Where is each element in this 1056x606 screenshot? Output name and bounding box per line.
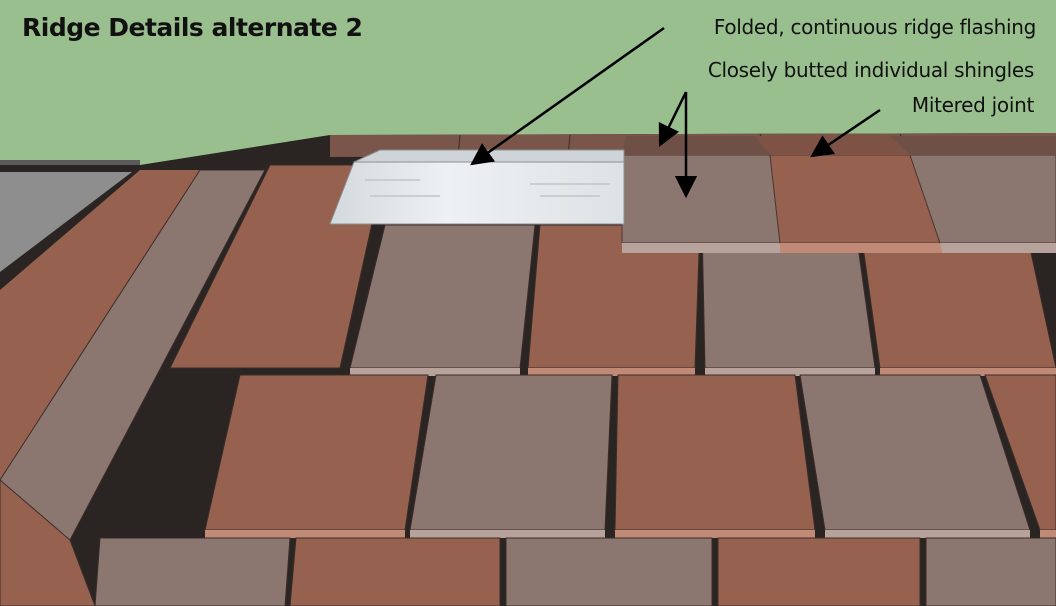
ridge-cap-shingle bbox=[621, 154, 781, 244]
ridge-cap-top bbox=[755, 136, 910, 155]
ridge-cap bbox=[621, 136, 1056, 253]
shingle-butt-edge bbox=[705, 368, 875, 376]
ridge-cap-top bbox=[622, 136, 770, 155]
shingle-butt-edge bbox=[825, 530, 1030, 538]
callout-arrows bbox=[470, 26, 881, 199]
callout-butted-shingles: Closely butted individual shingles bbox=[707, 58, 1034, 82]
shingle bbox=[94, 537, 291, 606]
gable-wall bbox=[0, 160, 140, 165]
shingle-butt-edge bbox=[528, 368, 695, 376]
shingle bbox=[925, 537, 1056, 606]
callout-mitered-joint: Mitered joint bbox=[911, 93, 1034, 117]
shingle bbox=[984, 374, 1056, 531]
flashing-face bbox=[329, 161, 625, 225]
shingle bbox=[505, 537, 713, 606]
shingle-butt-edge bbox=[615, 530, 815, 538]
shingle bbox=[409, 374, 613, 531]
mitered-joint-arrow bbox=[810, 108, 881, 158]
shingle-field bbox=[0, 164, 1056, 606]
shingle bbox=[289, 537, 501, 606]
shingle-butt-edge bbox=[350, 368, 520, 376]
shingle bbox=[169, 164, 386, 369]
shingle bbox=[0, 479, 96, 606]
ridge-cap-shingle-edge bbox=[780, 243, 942, 253]
ridge-cap-shingle-edge bbox=[940, 243, 1056, 253]
shingle bbox=[717, 537, 921, 606]
shingle bbox=[614, 374, 816, 531]
shingle bbox=[204, 374, 429, 531]
flashing-arrow bbox=[470, 26, 665, 166]
ridge-cap-shingle-edge bbox=[622, 243, 780, 253]
shingle-butt-edge bbox=[205, 530, 405, 538]
shingle-butt-edge bbox=[880, 368, 1056, 376]
shingle-butt-edge bbox=[1040, 530, 1056, 538]
butted-shingles-arrow-left bbox=[658, 91, 688, 148]
callout-flashing: Folded, continuous ridge flashing bbox=[713, 15, 1036, 39]
gable-wall-face bbox=[0, 172, 132, 272]
ridge-cap-top bbox=[890, 136, 1056, 155]
shingle-butt-edge bbox=[410, 530, 605, 538]
diagram-title: Ridge Details alternate 2 bbox=[22, 13, 363, 42]
